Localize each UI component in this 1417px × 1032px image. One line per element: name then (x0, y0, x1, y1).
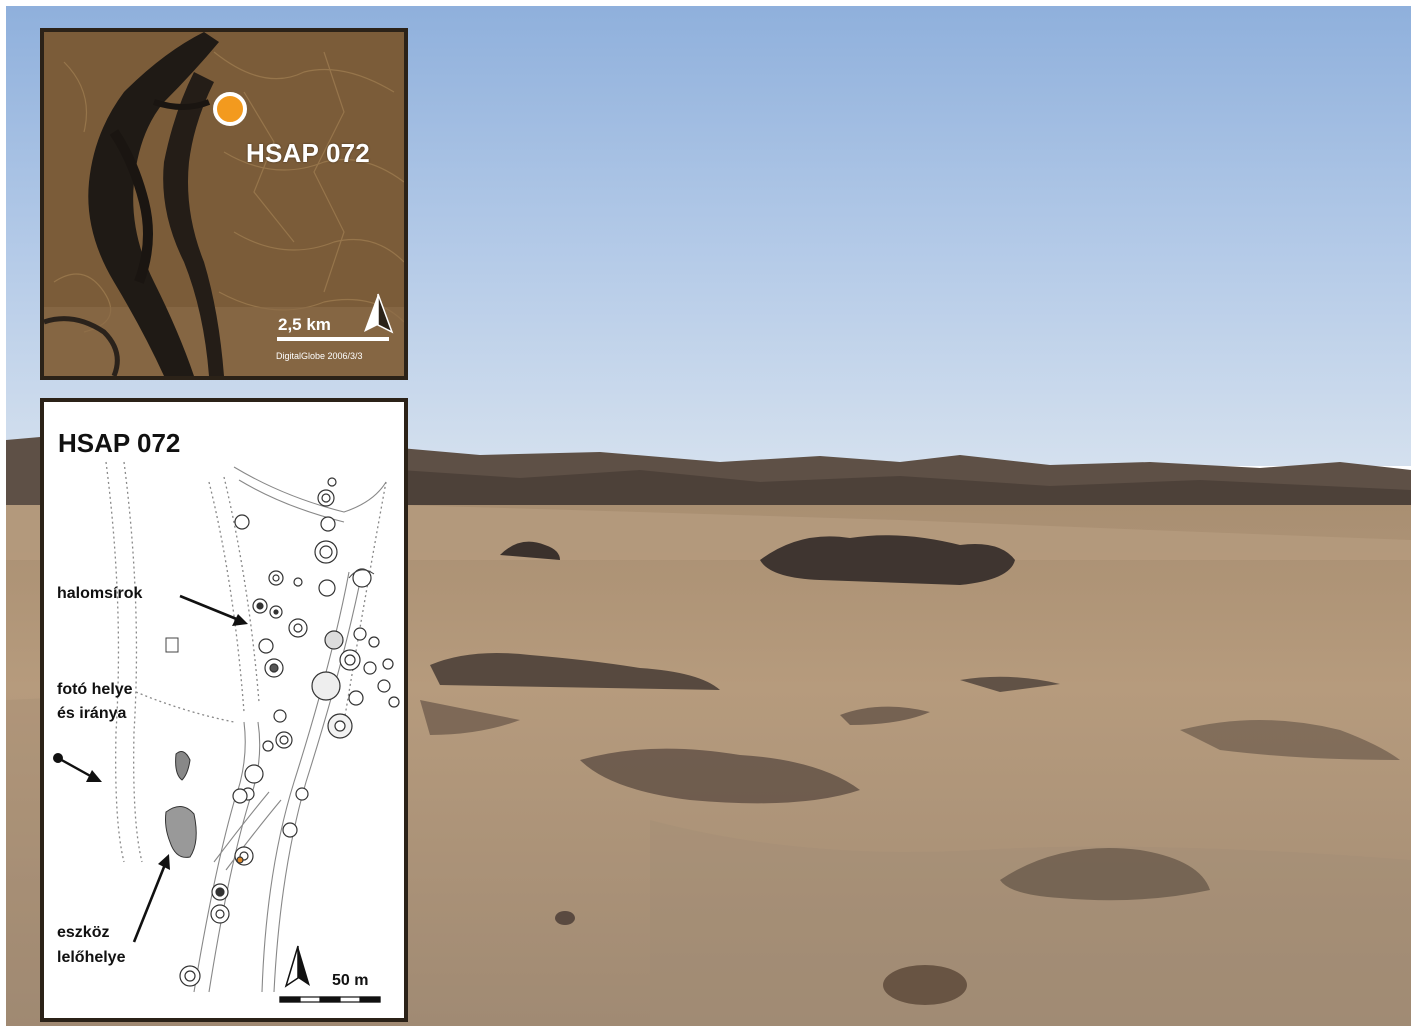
north-arrow-icon (364, 293, 394, 334)
site-map-inset: HSAP 072 halomsírok fotó helye és iránya… (40, 398, 408, 1022)
site-label: HSAP 072 (246, 138, 370, 168)
scale-label: 2,5 km (278, 315, 331, 334)
tumuli-label: halomsírok (57, 585, 143, 602)
photo-location-label-line1: fotó helye (57, 681, 133, 698)
map-scale-label: 50 m (332, 972, 369, 989)
map-title: HSAP 072 (58, 428, 181, 458)
find-location-label-line1: eszköz (57, 924, 110, 941)
find-location-label-line2: lelőhelye (57, 949, 126, 966)
image-credit: DigitalGlobe 2006/3/3 (276, 351, 363, 361)
north-arrow-icon (284, 945, 310, 988)
satellite-inset: HSAP 072 2,5 km DigitalGlobe 2006/3/3 (40, 28, 408, 380)
photo-point-icon (53, 753, 102, 782)
photo-location-label-line2: és iránya (57, 705, 127, 722)
site-marker-icon (213, 92, 247, 126)
